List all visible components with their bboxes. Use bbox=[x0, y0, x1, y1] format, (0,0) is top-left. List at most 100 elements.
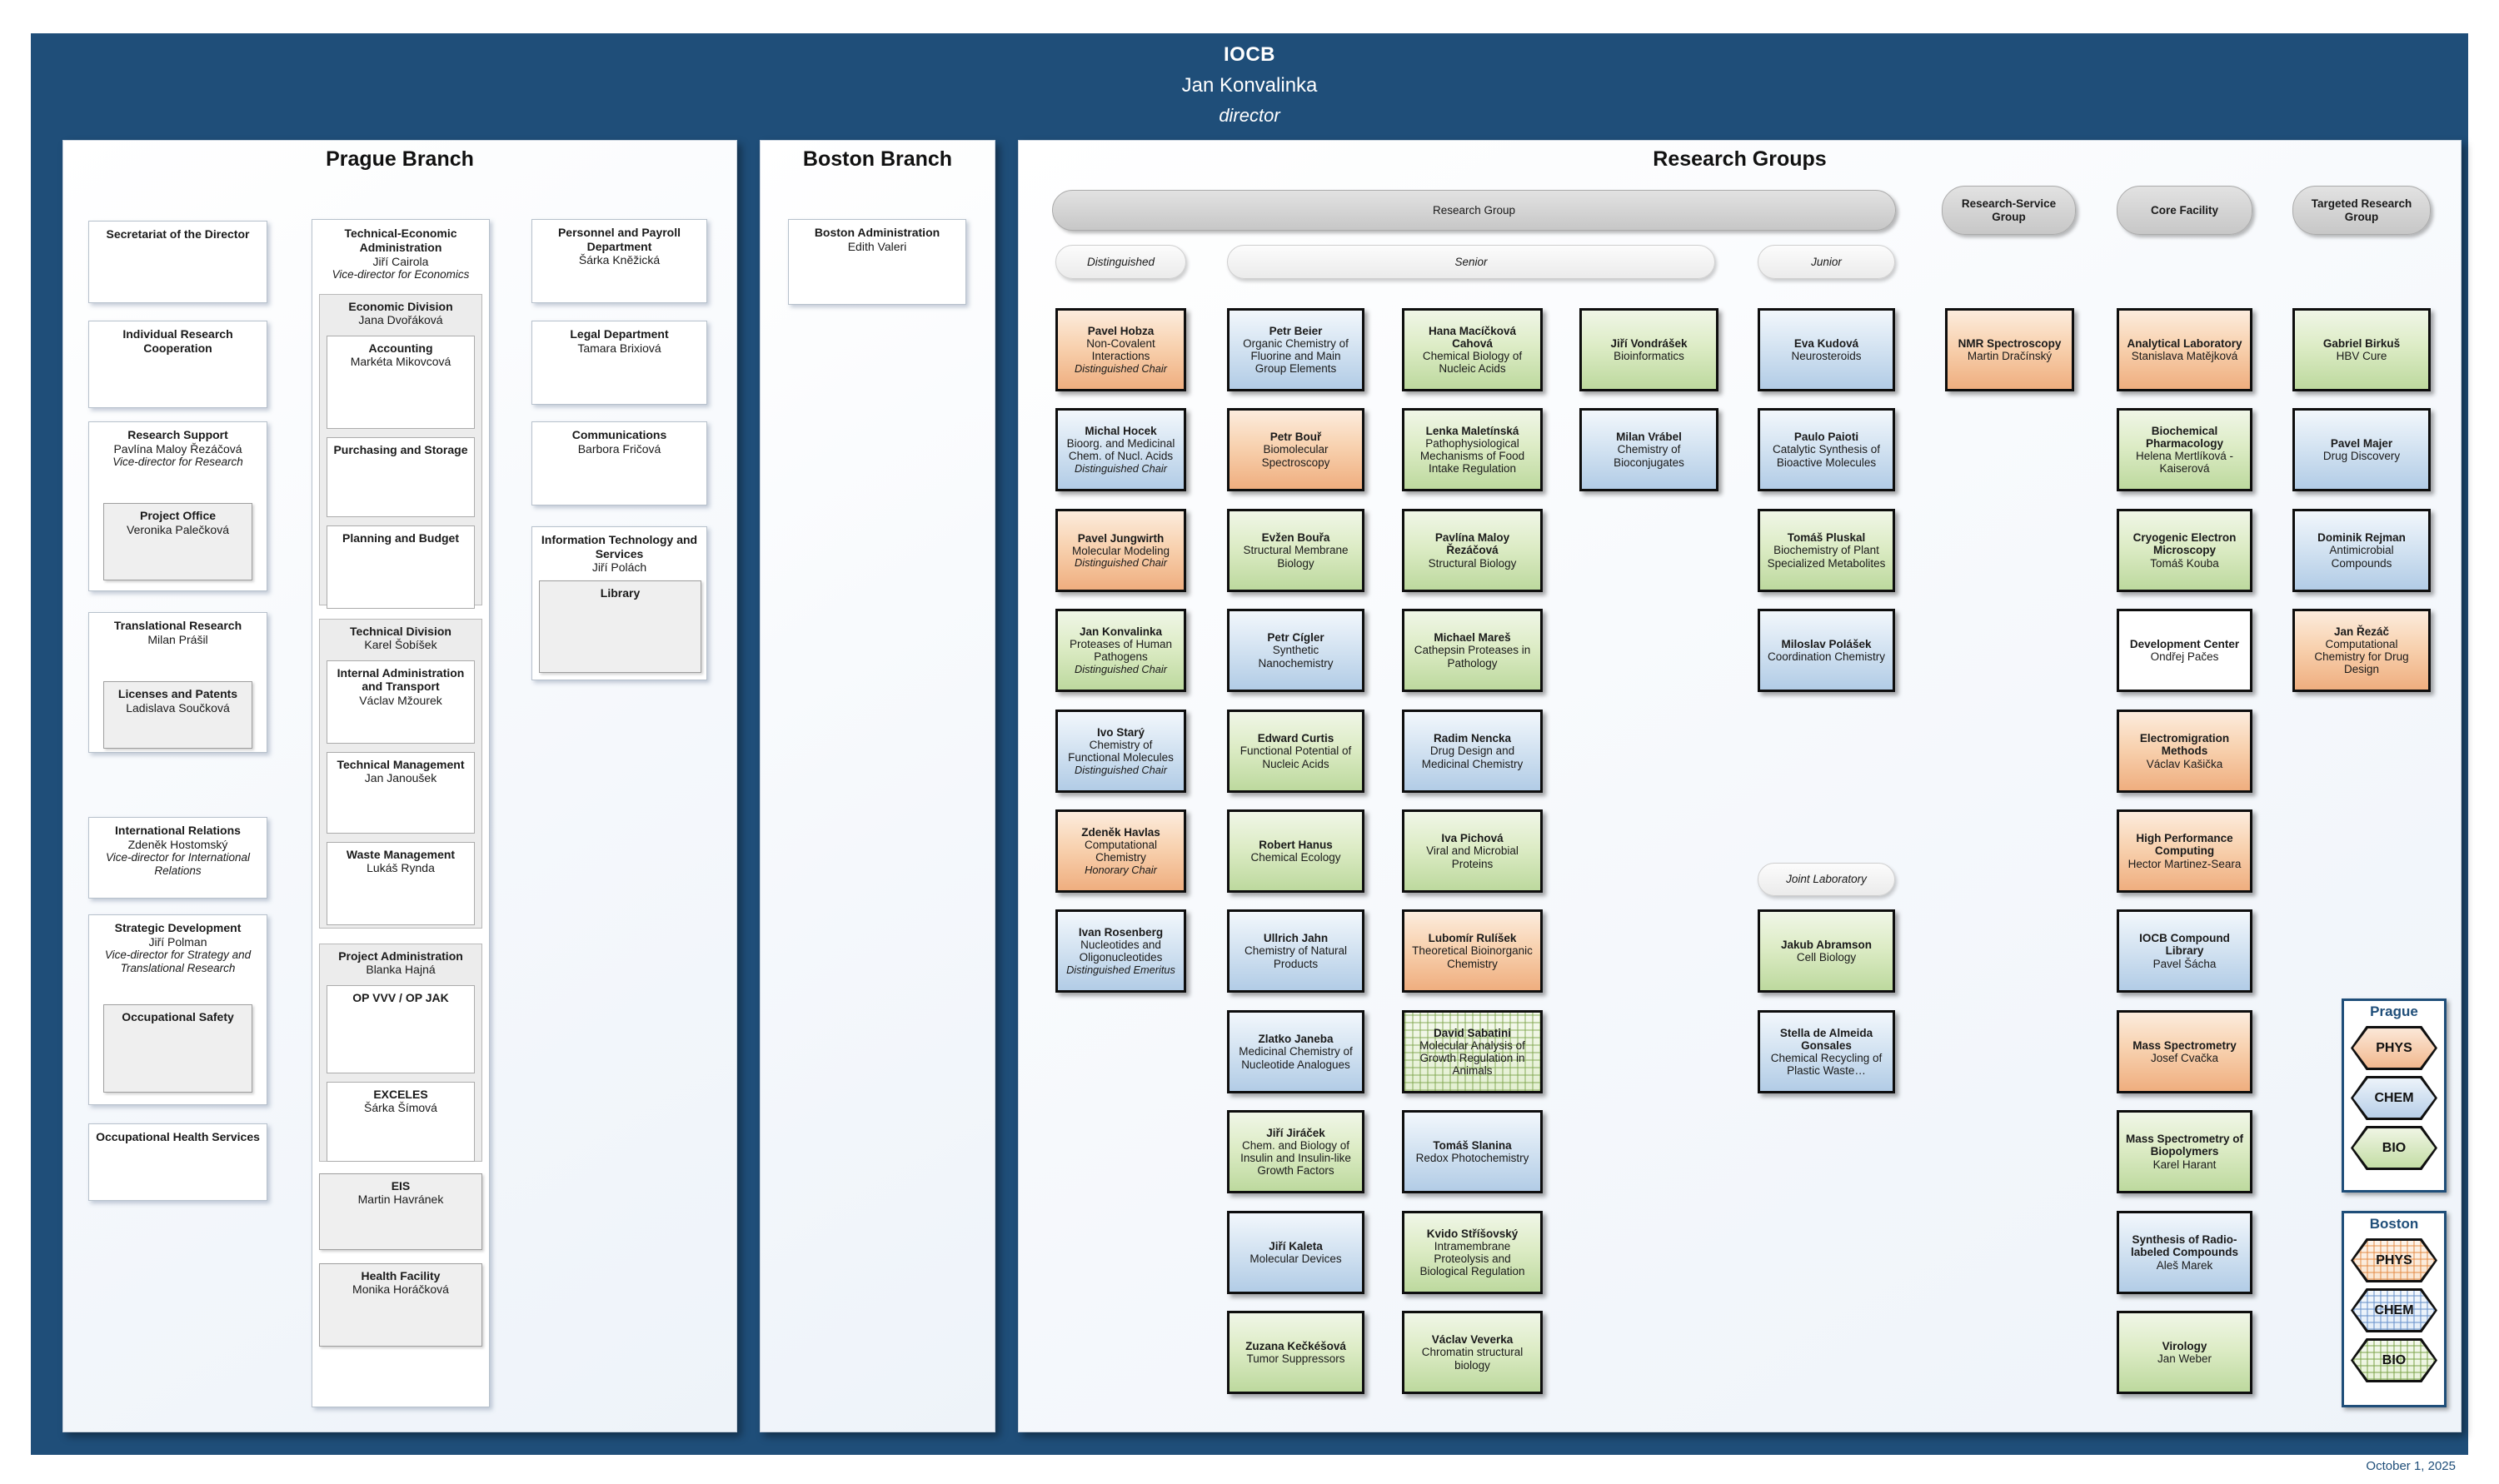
unit-role: Distinguished Chair bbox=[1075, 461, 1167, 475]
unit-role: Distinguished Chair bbox=[1075, 662, 1167, 675]
unit-head: Coordination Chemistry bbox=[1767, 650, 1886, 663]
unit-title: Mass Spectrometry of Biopolymers bbox=[2125, 1133, 2244, 1158]
unit-head: Pavlína Maloy Řezáčová bbox=[113, 441, 242, 456]
prague-branch-title: Prague Branch bbox=[326, 147, 474, 171]
unit-title: Legal Department bbox=[570, 327, 669, 341]
unit-head: Tomáš Kouba bbox=[2150, 556, 2219, 570]
unit-head: Aleš Marek bbox=[2156, 1258, 2213, 1272]
unit-head: Drug Discovery bbox=[2322, 450, 2401, 462]
unit-head: Computational Chemistry for Drug Design bbox=[2314, 637, 2409, 676]
unit-role: Vice-director for International Relation… bbox=[105, 851, 251, 877]
unit-head: Organic Chemistry of Fluorine and Main G… bbox=[1243, 336, 1349, 376]
unit-title: Secretariat of the Director bbox=[106, 227, 250, 241]
unit-title: Dominik Rejman bbox=[2317, 531, 2406, 545]
unit-title: Health Facility bbox=[361, 1268, 441, 1282]
unit-title: Lubomír Rulíšek bbox=[1428, 932, 1517, 945]
legend-hexagon-bio: BIO bbox=[2351, 1338, 2437, 1382]
unit-head: Jiří Cairola bbox=[372, 254, 429, 268]
section-head: Blanka Hajná bbox=[366, 963, 436, 977]
unit-title: Electromigration Methods bbox=[2139, 732, 2230, 758]
hexagon-label: BIO bbox=[2353, 1128, 2435, 1168]
unit-head: Pathophysiological Mechanisms of Food In… bbox=[1419, 436, 1525, 476]
hexagon-label: PHYS bbox=[2353, 1241, 2435, 1280]
unit-title: Edward Curtis bbox=[1257, 732, 1334, 745]
unit-head: Václav Mžourek bbox=[359, 693, 442, 707]
unit-head: Structural Biology bbox=[1428, 556, 1517, 570]
unit-head: Stanislava Matějková bbox=[2131, 350, 2238, 362]
legend-hexagon-chem: CHEM bbox=[2351, 1288, 2437, 1332]
unit-title: Research Support bbox=[127, 428, 228, 441]
unit-title: Tomáš Slanina bbox=[1433, 1138, 1512, 1152]
unit-head: Jan Janoušek bbox=[364, 771, 437, 785]
unit-title: Cryogenic Electron Microscopy bbox=[2132, 531, 2237, 557]
unit-head: Bioorg. and Medicinal Chem. of Nucl. Aci… bbox=[1066, 437, 1175, 463]
unit-title: Jan Řezáč bbox=[2333, 625, 2390, 638]
unit-title: Development Center bbox=[2129, 637, 2240, 650]
unit-title: Jiří Jiráček bbox=[1266, 1126, 1325, 1139]
org-unit-box: Occupational Health Services bbox=[88, 1123, 267, 1201]
unit-head: Chem. and Biology of Insulin and Insulin… bbox=[1240, 1138, 1351, 1178]
org-unit-box: Individual Research Cooperation bbox=[88, 321, 267, 408]
unit-head: Structural Membrane Biology bbox=[1243, 544, 1349, 570]
unit-head: Drug Design and Medicinal Chemistry bbox=[1421, 744, 1524, 770]
unit-title: Kvido Stříšovský bbox=[1426, 1227, 1519, 1240]
joint-laboratory-pill: Joint Laboratory bbox=[1758, 863, 1895, 896]
research-service-group-legend-pill: Research-Service Group bbox=[1942, 186, 2076, 235]
unit-title: Virology bbox=[2162, 1339, 2207, 1352]
unit-title: Ullrich Jahn bbox=[1263, 932, 1329, 945]
org-subunit-box: Library bbox=[539, 580, 701, 673]
unit-head: Computational Chemistry bbox=[1084, 839, 1158, 864]
unit-head: Viral and Microbial Proteins bbox=[1426, 844, 1519, 870]
legend-hexagon-phys: PHYS bbox=[2351, 1238, 2437, 1282]
unit-role: Distinguished Chair bbox=[1075, 763, 1167, 776]
unit-title: Jan Konvalinka bbox=[1079, 625, 1163, 638]
unit-head: Barbora Fričová bbox=[577, 441, 661, 456]
unit-title: Ivan Rosenberg bbox=[1078, 925, 1164, 939]
unit-title: Pavel Jungwirth bbox=[1077, 531, 1165, 545]
boston-branch-panel: Boston Branch Boston Administration Edit… bbox=[760, 140, 995, 1432]
hexagon-label: BIO bbox=[2353, 1341, 2435, 1380]
unit-head: Šárka Kněžická bbox=[578, 253, 661, 267]
unit-role: Vice-director for Research bbox=[112, 456, 243, 469]
unit-head: Karel Harant bbox=[2152, 1158, 2217, 1171]
hexagon-label: PHYS bbox=[2353, 1028, 2435, 1068]
unit-title: Stella de Almeida Gonsales bbox=[1779, 1026, 1873, 1052]
unit-head: Nucleotides and Oligonucleotides bbox=[1079, 939, 1163, 964]
chart-date: October 1, 2025 bbox=[2366, 1459, 2456, 1473]
unit-head: Theoretical Bioinorganic Chemistry bbox=[1412, 944, 1533, 970]
org-subunit-box: Planning and Budget bbox=[327, 525, 475, 609]
unit-title: Translational Research bbox=[113, 619, 242, 632]
unit-title: Licenses and Patents bbox=[117, 687, 238, 700]
legend-hexagon-bio: BIO bbox=[2351, 1126, 2437, 1170]
org-subunit-box: OP VVV / OP JAK bbox=[327, 984, 475, 1073]
legend-title: Boston bbox=[2369, 1216, 2419, 1232]
unit-title: Pavlína Maloy Řezáčová bbox=[1434, 531, 1510, 557]
unit-title: Boston Administration bbox=[814, 226, 940, 239]
unit-role: Vice-director for Economics bbox=[332, 268, 470, 281]
unit-head: Jan Weber bbox=[2157, 1352, 2212, 1365]
unit-head: Proteases of Human Pathogens bbox=[1069, 638, 1173, 664]
unit-title: Zuzana Kečkéšová bbox=[1245, 1339, 1346, 1352]
